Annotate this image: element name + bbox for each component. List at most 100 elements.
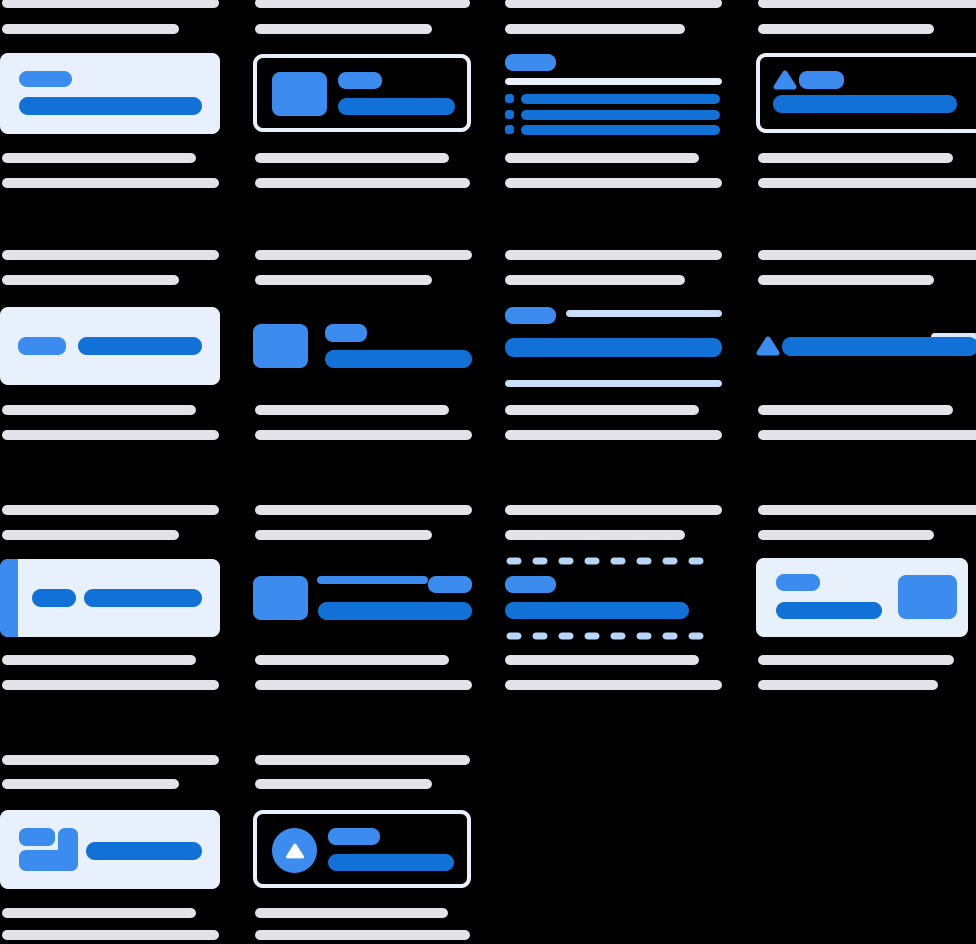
text-line-placeholder <box>255 24 432 34</box>
text-line-placeholder <box>2 530 179 540</box>
wireframe-inline-warning-text <box>756 250 976 446</box>
text-line-placeholder <box>505 680 722 690</box>
text-line-placeholder <box>758 0 976 8</box>
text-line-placeholder <box>505 405 699 415</box>
text-line-placeholder <box>758 250 976 260</box>
title-pill <box>799 71 844 89</box>
bullet-dot <box>505 94 514 103</box>
text-line-placeholder <box>758 655 954 665</box>
warning-triangle-icon <box>773 70 797 90</box>
text-line-placeholder <box>758 530 934 540</box>
thumbnail-square <box>272 72 327 116</box>
bullet-dot <box>505 110 514 119</box>
bullet-bar <box>521 125 720 135</box>
text-line-placeholder <box>758 275 934 285</box>
thumbnail-square <box>253 324 308 368</box>
label-pill <box>19 71 72 87</box>
text-line-placeholder <box>255 530 432 540</box>
text-line-placeholder <box>505 178 722 188</box>
text-line-placeholder <box>255 505 472 515</box>
text-line-placeholder <box>758 405 953 415</box>
wireframe-outlined-card-play-avatar <box>253 755 477 944</box>
text-line-placeholder <box>255 0 470 8</box>
wireframe-titled-bullet-list <box>503 0 727 196</box>
bullet-bar <box>521 110 720 120</box>
play-triangle-icon <box>285 843 304 858</box>
text-line-placeholder <box>2 908 196 918</box>
meta-line <box>566 310 722 317</box>
warning-triangle-icon <box>756 336 780 356</box>
title-pill <box>338 72 382 89</box>
text-line-placeholder <box>2 153 196 163</box>
folder-tab <box>19 828 55 846</box>
title-pill <box>505 307 556 324</box>
highlight-bar <box>782 337 976 356</box>
text-line-placeholder <box>2 505 219 515</box>
text-line-placeholder <box>758 505 976 515</box>
text-line-placeholder <box>2 0 219 8</box>
title-pill <box>505 576 556 593</box>
wireframe-filled-card-callout <box>0 0 224 196</box>
body-bar <box>773 95 957 113</box>
wireframe-dashed-inset-section <box>503 505 727 701</box>
body-bar <box>338 98 455 115</box>
text-line-placeholder <box>2 430 219 440</box>
text-line-placeholder <box>505 275 685 285</box>
text-line-placeholder <box>505 505 722 515</box>
title-pill <box>505 54 556 71</box>
text-line-placeholder <box>758 680 938 690</box>
text-line-placeholder <box>758 430 976 440</box>
label-pill <box>428 576 472 593</box>
body-bar <box>328 854 454 871</box>
text-line-placeholder <box>255 405 449 415</box>
divider-line <box>505 78 722 85</box>
meta-line <box>505 380 722 387</box>
avatar-circle <box>272 828 317 873</box>
text-line-placeholder <box>758 24 934 34</box>
text-line-placeholder <box>2 755 219 765</box>
card-surface <box>0 53 220 134</box>
text-line-placeholder <box>255 275 432 285</box>
title-pill <box>325 324 367 342</box>
text-line-placeholder <box>2 680 219 690</box>
meta-line <box>317 576 428 584</box>
wireframe-filled-card-left-accent <box>0 505 224 701</box>
text-line-placeholder <box>255 755 470 765</box>
text-line-placeholder <box>2 779 179 789</box>
body-bar <box>86 842 202 860</box>
text-line-placeholder <box>505 530 685 540</box>
text-line-placeholder <box>2 930 219 940</box>
text-line-placeholder <box>255 153 449 163</box>
wireframe-filled-card-trailing-thumbnail <box>756 505 976 701</box>
text-line-placeholder <box>758 178 976 188</box>
text-line-placeholder <box>255 908 448 918</box>
bullet-bar <box>521 94 720 104</box>
wireframe-filled-card-folder <box>0 755 224 944</box>
outlined-box <box>253 810 471 888</box>
bullet-dot <box>505 125 514 134</box>
body-bar <box>78 337 202 355</box>
body-bar <box>19 97 202 115</box>
dashed-border-top <box>506 557 721 565</box>
wireframe-outlined-warning-callout <box>756 0 976 196</box>
wireframe-thumbnail-with-meta-pill <box>253 505 477 701</box>
wireframe-thumbnail-with-title-text <box>253 250 477 446</box>
text-line-placeholder <box>2 178 219 188</box>
thumbnail-square <box>253 576 308 620</box>
text-line-placeholder <box>255 250 472 260</box>
text-line-placeholder <box>2 24 179 34</box>
text-line-placeholder <box>255 680 472 690</box>
text-line-placeholder <box>505 153 699 163</box>
wireframe-filled-card-inline-label <box>0 250 224 446</box>
text-line-placeholder <box>255 430 472 440</box>
text-line-placeholder <box>505 24 685 34</box>
text-line-placeholder <box>255 655 449 665</box>
folder-body <box>19 850 78 871</box>
body-bar <box>84 589 202 607</box>
text-line-placeholder <box>505 430 722 440</box>
title-pill <box>328 828 380 845</box>
text-line-placeholder <box>2 250 219 260</box>
dashed-border-bottom <box>506 632 721 640</box>
text-line-placeholder <box>255 930 470 940</box>
